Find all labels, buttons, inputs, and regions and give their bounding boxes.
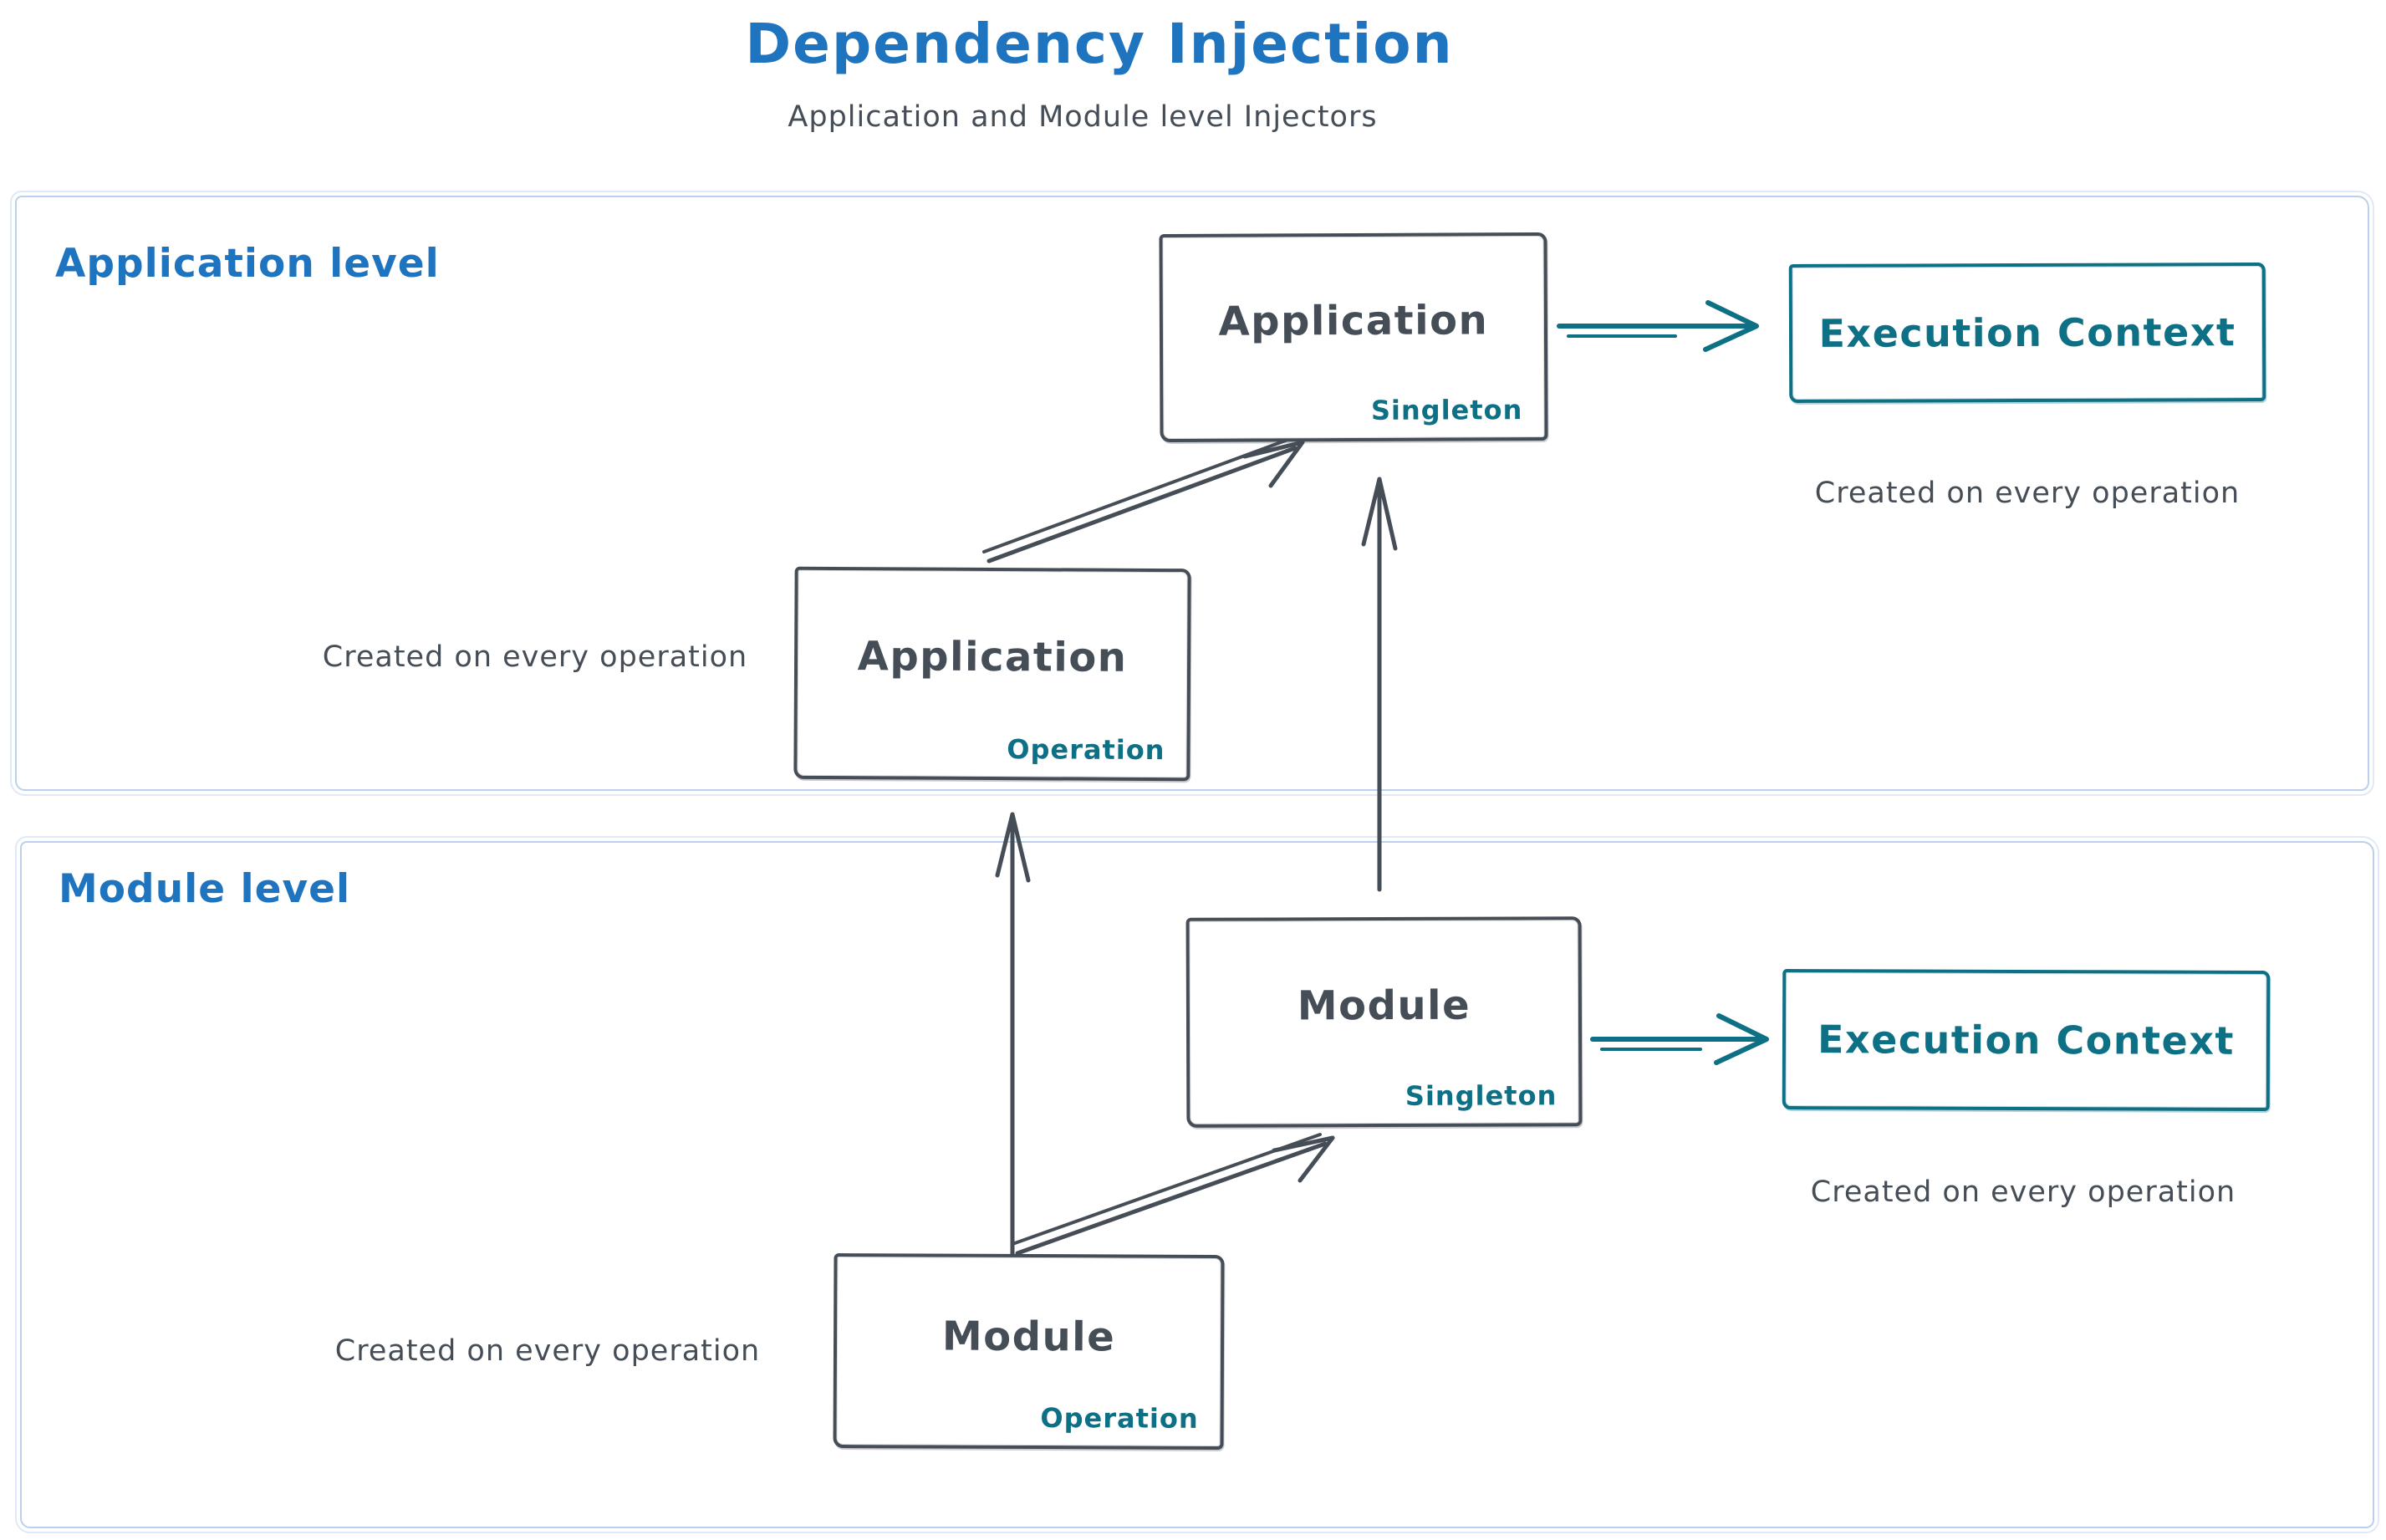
box-module-operation-tag: Operation bbox=[1040, 1402, 1199, 1435]
section-module-level bbox=[15, 836, 2379, 1533]
box-application-singleton: Application Singleton bbox=[1159, 232, 1548, 443]
box-execution-context-module: Execution Context bbox=[1782, 968, 2271, 1112]
box-application-operation: Application Operation bbox=[793, 566, 1191, 782]
section-label-module-level: Module level bbox=[59, 866, 351, 912]
box-module-singleton: Module Singleton bbox=[1185, 916, 1583, 1128]
caption-execution-module: Created on every operation bbox=[1810, 1175, 2236, 1209]
box-module-singleton-tag: Singleton bbox=[1405, 1079, 1558, 1112]
page-title: Dependency Injection bbox=[745, 12, 1454, 76]
box-application-singleton-tag: Singleton bbox=[1370, 394, 1523, 426]
section-application-level bbox=[10, 191, 2374, 796]
box-application-singleton-title: Application bbox=[1218, 297, 1489, 345]
section-label-application-level: Application level bbox=[55, 241, 440, 287]
box-module-singleton-title: Module bbox=[1297, 982, 1471, 1030]
box-module-operation-title: Module bbox=[941, 1313, 1116, 1360]
box-module-operation: Module Operation bbox=[833, 1252, 1225, 1451]
box-application-operation-tag: Operation bbox=[1007, 733, 1165, 767]
page-subtitle: Application and Module level Injectors bbox=[788, 100, 1378, 134]
caption-operation-module: Created on every operation bbox=[334, 1334, 761, 1368]
caption-operation-application: Created on every operation bbox=[322, 640, 748, 674]
caption-execution-application: Created on every operation bbox=[1814, 477, 2241, 510]
box-application-operation-title: Application bbox=[857, 633, 1128, 682]
box-execution-context-application: Execution Context bbox=[1788, 263, 2266, 403]
